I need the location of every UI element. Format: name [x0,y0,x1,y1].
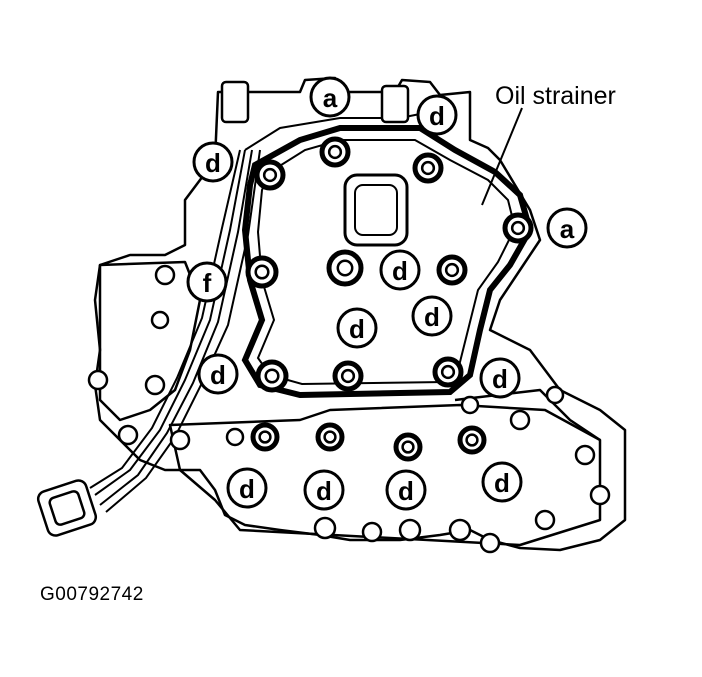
solenoid-top-left [220,80,250,124]
stud-hole [313,516,337,540]
stud-hole [460,395,480,415]
bolt [412,152,444,184]
stud-hole [150,310,170,330]
strainer-screen [343,173,409,247]
stud-group [87,264,611,554]
solenoid-top-right [380,84,410,124]
callout-d: d [197,353,239,395]
bolt [319,136,351,168]
harness-connector [36,479,98,537]
stud-hole [448,518,472,542]
harness-wire-1 [94,149,246,496]
oil-strainer-label: Oil strainer [495,82,616,110]
bolt [250,422,280,452]
callout-d: d [416,94,458,136]
callout-letter: d [205,148,221,178]
callout-letter: d [210,360,226,390]
callout-letter: d [239,474,255,504]
callout-letter: d [424,302,440,332]
callout-d: d [379,249,421,291]
stud-hole [398,518,422,542]
callout-letter: d [316,476,332,506]
stud-hole [361,521,383,543]
stud-hole [509,409,531,431]
callout-d: d [192,141,234,183]
bolt [326,249,364,287]
harness-wire-3 [89,149,241,489]
harness-wire-2 [99,149,253,506]
bolt [245,255,279,289]
oil-strainer-gasket [241,125,534,399]
callout-letter: f [203,268,212,298]
callout-d: d [303,469,345,511]
callout-d: d [481,461,523,503]
stud-hole [144,374,166,396]
bolt [502,212,534,244]
harness-upper [244,111,431,151]
bolt [393,432,423,462]
stud-hole [87,369,109,391]
oil-strainer-leader [481,107,523,206]
callout-letter: d [429,101,445,131]
lower-manifold [168,403,602,547]
callout-letter: d [492,364,508,394]
stud-hole [169,429,191,451]
callout-letter: d [349,314,365,344]
stud-hole [117,424,139,446]
stud-hole [479,532,501,554]
figure-id: G00792742 [40,584,144,605]
callout-letter: d [398,476,414,506]
callout-a: a [309,76,351,118]
oil-strainer-inner [256,139,517,386]
callout-d: d [411,295,453,337]
bolt [254,159,286,191]
callout-d: d [336,307,378,349]
stud-hole [545,385,565,405]
bolt [332,360,364,392]
stud-hole [225,427,245,447]
callout-d: d [226,467,268,509]
stud-hole [534,509,556,531]
bolt [432,356,464,388]
callout-d: d [385,469,427,511]
stud-hole [574,444,596,466]
bolt [255,359,289,393]
callout-letter: a [323,83,338,113]
bolt-group [245,136,534,462]
bolt [315,422,345,452]
stud-hole [154,264,176,286]
bolt [436,254,468,286]
harness-wire-4 [105,149,261,513]
callout-letter: d [494,468,510,498]
bolt [457,425,487,455]
callout-letter: a [560,214,575,244]
callout-d: d [479,357,521,399]
callout-a: a [546,207,588,249]
stud-hole [589,484,611,506]
callout-f: f [186,261,228,303]
callout-letter: d [392,256,408,286]
